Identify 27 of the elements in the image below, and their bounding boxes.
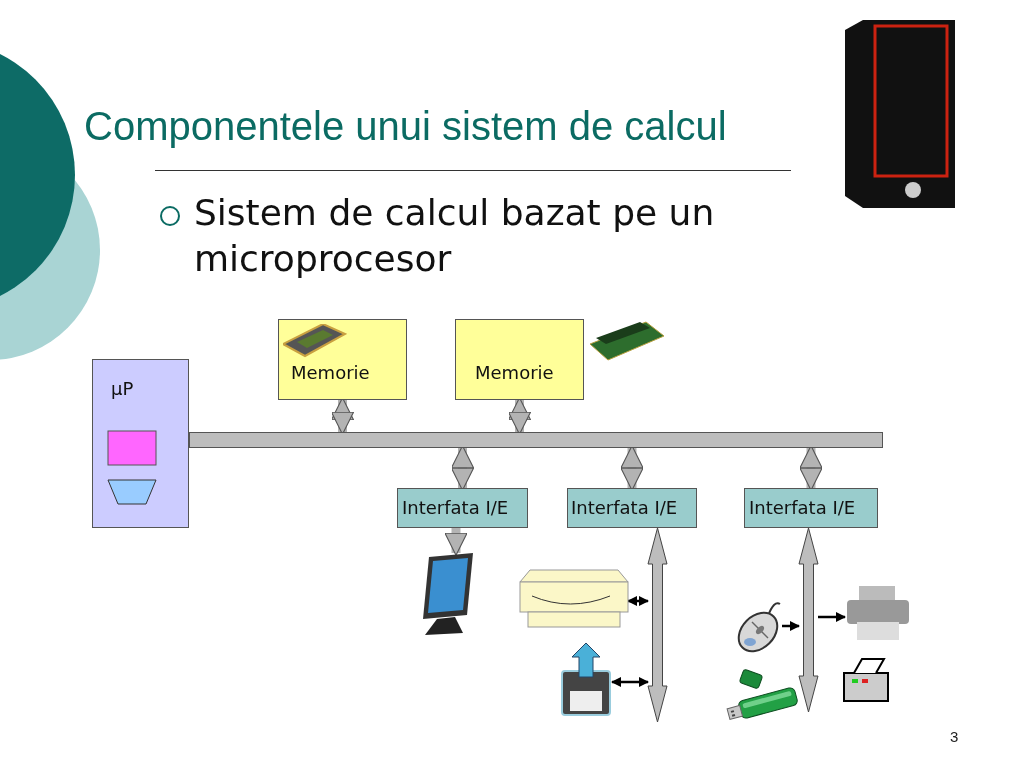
memory-box [278,319,407,400]
interface-box [744,488,878,528]
arrow [782,621,800,631]
cd-drawing [520,570,628,627]
node-label: µP [111,378,134,399]
bullet-text: Sistem de calcul bazat pe un microprocesor [194,191,716,281]
node-label: Interfata I/E [402,497,509,518]
page-number: 3 [950,728,959,745]
arrow [611,677,649,687]
node-label: Memorie [291,362,370,383]
arrow [444,528,468,556]
bus-bar [189,432,883,448]
usb-drawing [727,670,801,720]
node-label: Memorie [475,362,554,383]
slide-title: Componentele unui sistem de calcul [84,104,727,149]
double-arrow-bus [648,528,667,722]
interface-box [567,488,697,528]
node-label: Interfata I/E [571,497,678,518]
node-label: Interfata I/E [749,497,856,518]
arrow [627,596,649,606]
printer-drawing [845,586,911,642]
processor-box [92,359,189,528]
arrow [818,612,846,622]
double-arrow-bus [799,528,818,712]
interface-box [397,488,528,528]
memory-box [455,319,584,400]
floppy-drawing [560,643,612,716]
